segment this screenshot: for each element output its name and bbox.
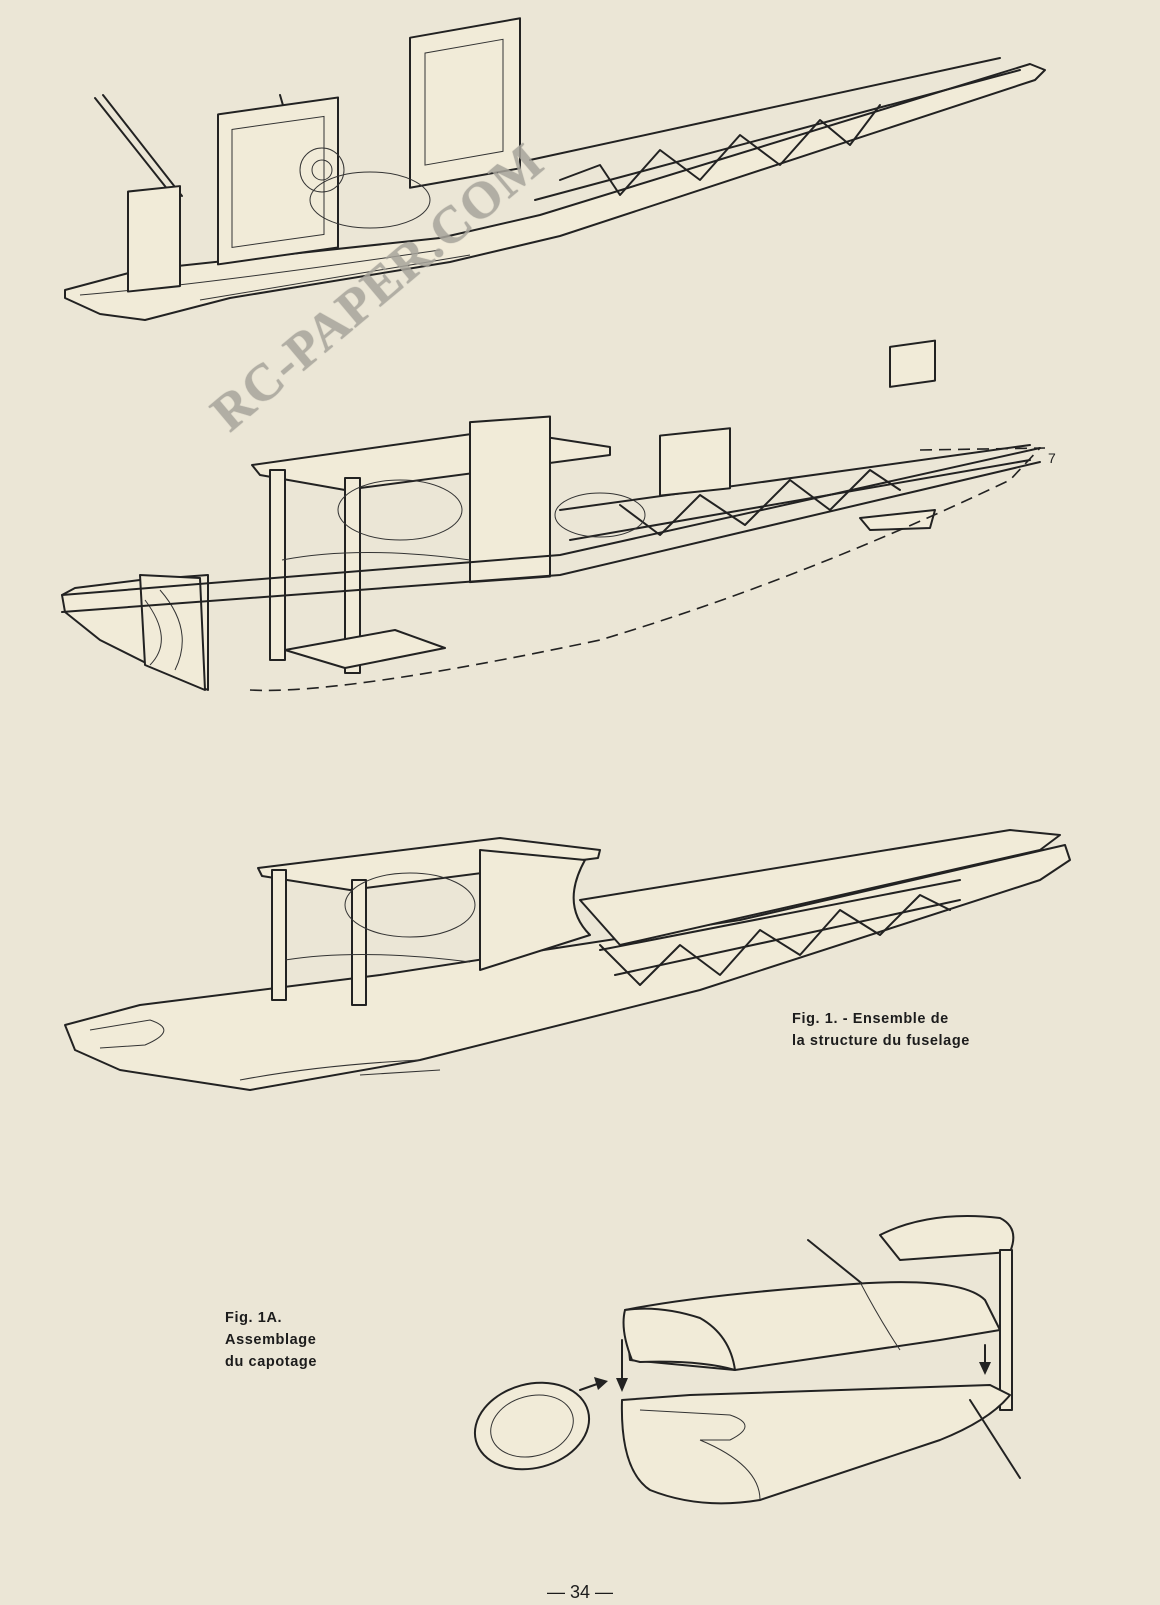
fuselage-stage-1-drawing	[64, 17, 1046, 321]
figure-1-caption: Fig. 1. - Ensemble de la structure du fu…	[792, 1008, 970, 1052]
figure-1a-caption-line-3: du capotage	[225, 1354, 317, 1370]
figure-1a-caption: Fig. 1A. Assemblage du capotage	[225, 1307, 317, 1373]
fuselage-stage-3-drawing	[64, 829, 1071, 1091]
figure-1-caption-line-2: la structure du fuselage	[792, 1033, 970, 1049]
fuselage-stage-2-drawing: 7	[61, 339, 1056, 692]
figure-1a-caption-line-2: Assemblage	[225, 1332, 317, 1348]
figure-1a-caption-line-1: Fig. 1A.	[225, 1310, 283, 1326]
cowling-assembly-drawing	[473, 1215, 1021, 1505]
page-number: — 34 —	[546, 1582, 614, 1602]
svg-text:7: 7	[1048, 450, 1056, 466]
figure-1-caption-line-1: Fig. 1. - Ensemble de	[792, 1011, 949, 1027]
